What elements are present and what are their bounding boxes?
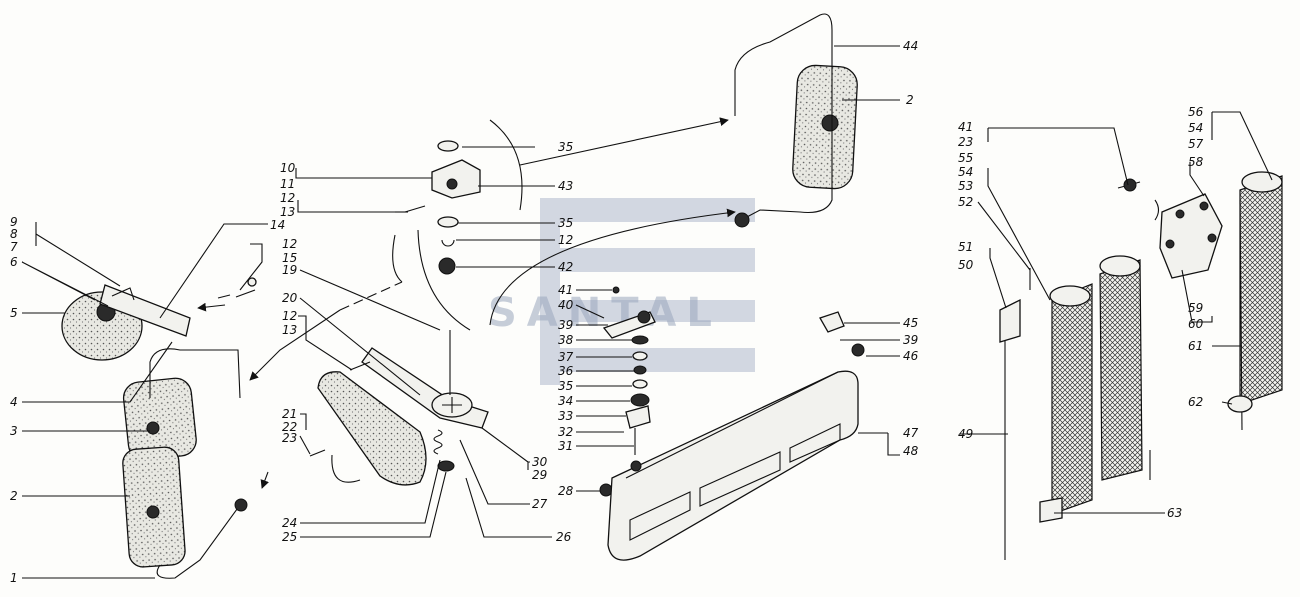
assembly-lines <box>197 117 1160 489</box>
pad-21 <box>317 371 427 486</box>
label-7: 7 <box>10 240 18 254</box>
label-43: 43 <box>558 179 573 193</box>
label-19: 19 <box>282 263 297 277</box>
label-35-c: 35 <box>558 379 573 393</box>
label-45: 45 <box>903 316 918 330</box>
sun-visor <box>607 311 865 561</box>
label-63: 63 <box>1167 506 1182 520</box>
label-28: 28 <box>558 484 574 498</box>
label-39-a: 39 <box>558 318 573 332</box>
label-51: 51 <box>958 240 973 254</box>
label-58: 58 <box>1188 155 1204 169</box>
label-54-b: 54 <box>1188 121 1203 135</box>
label-53: 53 <box>958 179 973 193</box>
label-37: 37 <box>558 350 574 364</box>
label-15: 15 <box>282 251 297 265</box>
label-46: 46 <box>903 349 919 363</box>
label-42: 42 <box>558 260 573 274</box>
label-11: 11 <box>280 177 295 191</box>
hinge-bracket <box>431 159 481 199</box>
label-10: 10 <box>280 161 296 175</box>
label-1: 1 <box>10 571 18 585</box>
label-8: 8 <box>10 227 18 241</box>
label-59: 59 <box>1188 301 1203 315</box>
label-3: 3 <box>10 424 18 438</box>
leader-lines <box>21 45 1273 579</box>
left-mirror-assembly <box>61 284 248 579</box>
label-50: 50 <box>958 258 974 272</box>
label-12-c: 12 <box>282 309 297 323</box>
nut-42 <box>438 257 456 275</box>
label-5: 5 <box>10 306 18 320</box>
label-4: 4 <box>10 395 18 409</box>
visor-panel <box>607 370 859 561</box>
label-32: 32 <box>558 425 573 439</box>
label-12-a: 12 <box>280 191 295 205</box>
label-21: 21 <box>282 407 297 421</box>
label-20: 20 <box>282 291 298 305</box>
label-12-b: 12 <box>282 237 297 251</box>
label-33: 33 <box>558 409 573 423</box>
label-36: 36 <box>558 364 574 378</box>
callout-labels: 1 2 3 4 5 6 7 8 9 10 11 12 13 14 12 15 1… <box>10 39 1204 585</box>
label-12-d: 12 <box>558 233 573 247</box>
label-6: 6 <box>10 255 18 269</box>
hinge-plate-58 <box>1159 193 1223 279</box>
label-2-b: 2 <box>906 93 914 107</box>
label-2: 2 <box>10 489 18 503</box>
label-31: 31 <box>558 439 573 453</box>
label-49: 49 <box>958 427 973 441</box>
label-40: 40 <box>558 298 574 312</box>
label-52: 52 <box>958 195 973 209</box>
curtain-right <box>1239 175 1283 405</box>
label-23-b: 23 <box>958 135 973 149</box>
label-13-a: 13 <box>280 205 295 219</box>
label-23-a: 23 <box>282 431 297 445</box>
label-35-a: 35 <box>558 140 573 154</box>
label-57: 57 <box>1188 137 1204 151</box>
label-22: 22 <box>282 420 297 434</box>
label-41-a: 41 <box>558 283 573 297</box>
label-9: 9 <box>10 215 18 229</box>
label-44: 44 <box>903 39 918 53</box>
label-24: 24 <box>282 516 297 530</box>
upper-right-mirror <box>734 13 858 228</box>
mirror-bracket <box>99 284 191 337</box>
label-47: 47 <box>903 426 919 440</box>
curtain-middle <box>1099 259 1143 481</box>
label-41-b: 41 <box>958 120 973 134</box>
label-30: 30 <box>532 455 548 469</box>
label-48: 48 <box>903 444 919 458</box>
label-56: 56 <box>1188 105 1204 119</box>
label-54-a: 54 <box>958 165 973 179</box>
label-13-b: 13 <box>282 323 297 337</box>
label-60: 60 <box>1188 317 1204 331</box>
center-hinge-assembly <box>235 140 489 486</box>
label-26: 26 <box>556 530 572 544</box>
label-27: 27 <box>532 497 548 511</box>
watermark-text: SANTAL <box>488 290 722 336</box>
label-14: 14 <box>270 218 285 232</box>
label-61: 61 <box>1188 339 1203 353</box>
fastener-stack <box>599 286 656 497</box>
label-34: 34 <box>558 394 573 408</box>
label-29: 29 <box>532 468 547 482</box>
label-62: 62 <box>1188 395 1203 409</box>
label-39-b: 39 <box>903 333 918 347</box>
label-35-b: 35 <box>558 216 573 230</box>
curtain-left <box>1051 283 1093 515</box>
label-25: 25 <box>282 530 297 544</box>
label-55: 55 <box>958 151 973 165</box>
label-38: 38 <box>558 333 574 347</box>
curtain-assembly <box>999 171 1283 560</box>
